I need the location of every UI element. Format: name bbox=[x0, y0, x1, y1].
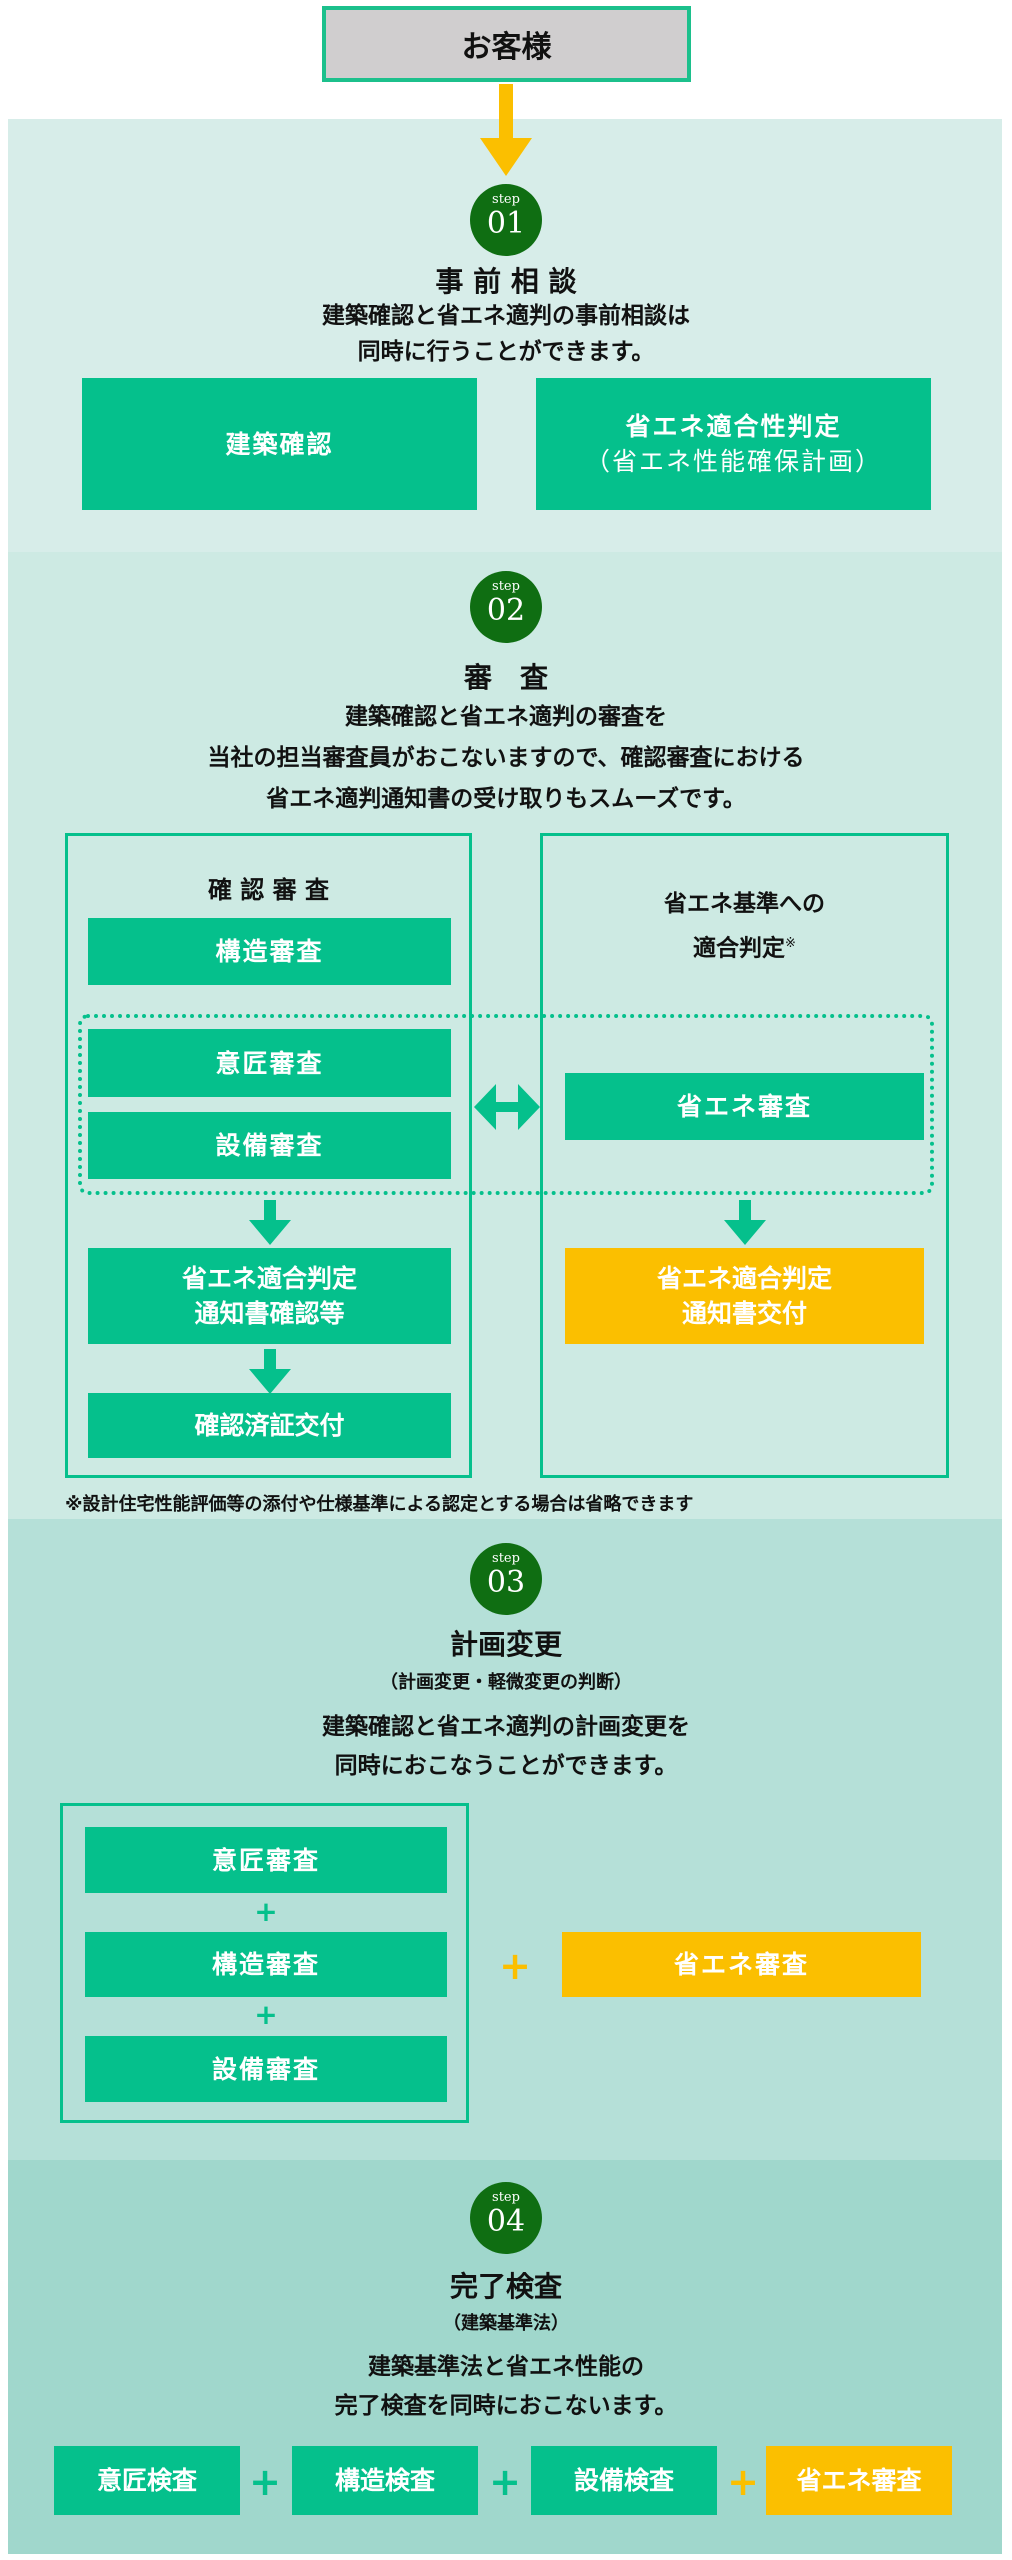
plus-icon: + bbox=[254, 1998, 278, 2031]
equipment-review-box: 設備審査 bbox=[85, 2036, 447, 2102]
arrow-down-icon bbox=[249, 1200, 291, 1245]
customer-box: お客様 bbox=[322, 6, 691, 82]
arrow-down-icon bbox=[249, 1349, 291, 1394]
step3-subtitle: （計画変更・軽微変更の判断） bbox=[380, 1672, 632, 1693]
design-review-box: 意匠審査 bbox=[85, 1827, 447, 1893]
structure-review-box: 構造審査 bbox=[85, 1932, 447, 1997]
step3-title: 計画変更 bbox=[449, 1628, 562, 1661]
energy-review-box: 省エネ審査 bbox=[562, 1932, 921, 1997]
step2-desc-2: 当社の担当審査員がおこないますので、確認審査における bbox=[207, 745, 805, 771]
energy-standard-title: 省エネ基準への適合判定※ bbox=[664, 891, 825, 962]
plus-icon: + bbox=[254, 1895, 278, 1928]
step2-title: 審 査 bbox=[463, 661, 548, 694]
energy-notice-check-box: 省エネ適合判定通知書確認等 bbox=[88, 1248, 451, 1344]
step1-desc-1: 建築確認と省エネ適判の事前相談は bbox=[322, 303, 690, 329]
footnote: ※設計住宅性能評価等の添付や仕様基準による認定とする場合は省略できます bbox=[65, 1494, 694, 1515]
simultaneous-review-outline bbox=[78, 1014, 934, 1195]
energy-notice-issue-box: 省エネ適合判定通知書交付 bbox=[565, 1248, 924, 1344]
plus-icon: + bbox=[489, 2460, 521, 2504]
arrow-down-icon bbox=[724, 1200, 766, 1245]
step1-desc-2: 同時に行うことができます。 bbox=[357, 339, 655, 365]
building-confirmation-box: 建築確認 bbox=[82, 378, 477, 510]
structure-review-box: 構造審査 bbox=[88, 918, 451, 985]
step3-desc-2: 同時におこなうことができます。 bbox=[334, 1753, 678, 1779]
plus-icon: + bbox=[249, 2460, 281, 2504]
confirmation-review-frame bbox=[65, 833, 472, 1478]
design-review-box: 意匠審査 bbox=[88, 1029, 451, 1097]
arrow-down-icon bbox=[480, 84, 532, 176]
design-inspection-box: 意匠検査 bbox=[54, 2446, 240, 2515]
step3-desc-1: 建築確認と省エネ適判の計画変更を bbox=[322, 1714, 690, 1740]
step4-title: 完了検査 bbox=[449, 2270, 562, 2303]
confirmation-review-title: 確 認 審 査 bbox=[207, 876, 330, 904]
energy-review-frame bbox=[540, 833, 949, 1478]
plus-icon: + bbox=[727, 2460, 759, 2504]
double-arrow-icon bbox=[474, 1084, 540, 1130]
energy-review-box: 省エネ審査 bbox=[565, 1073, 924, 1140]
change-review-frame bbox=[60, 1803, 469, 2123]
step2-desc-3: 省エネ適判通知書の受け取りもスムーズです。 bbox=[266, 786, 746, 812]
step4-desc-2: 完了検査を同時におこないます。 bbox=[334, 2393, 678, 2419]
equipment-review-box: 設備審査 bbox=[88, 1112, 451, 1179]
step1-title: 事 前 相 談 bbox=[435, 265, 577, 298]
step2-desc-1: 建築確認と省エネ適判の審査を bbox=[345, 704, 667, 730]
structure-inspection-box: 構造検査 bbox=[292, 2446, 478, 2515]
certificate-issue-box: 確認済証交付 bbox=[88, 1393, 451, 1458]
step4-subtitle: （建築基準法） bbox=[443, 2313, 569, 2334]
energy-inspection-box: 省エネ審査 bbox=[766, 2446, 952, 2515]
plus-icon: + bbox=[499, 1944, 531, 1988]
equipment-inspection-box: 設備検査 bbox=[531, 2446, 717, 2515]
energy-conformity-box: 省エネ適合性判定（省エネ性能確保計画） bbox=[536, 378, 931, 510]
step4-desc-1: 建築基準法と省エネ性能の bbox=[368, 2354, 644, 2380]
